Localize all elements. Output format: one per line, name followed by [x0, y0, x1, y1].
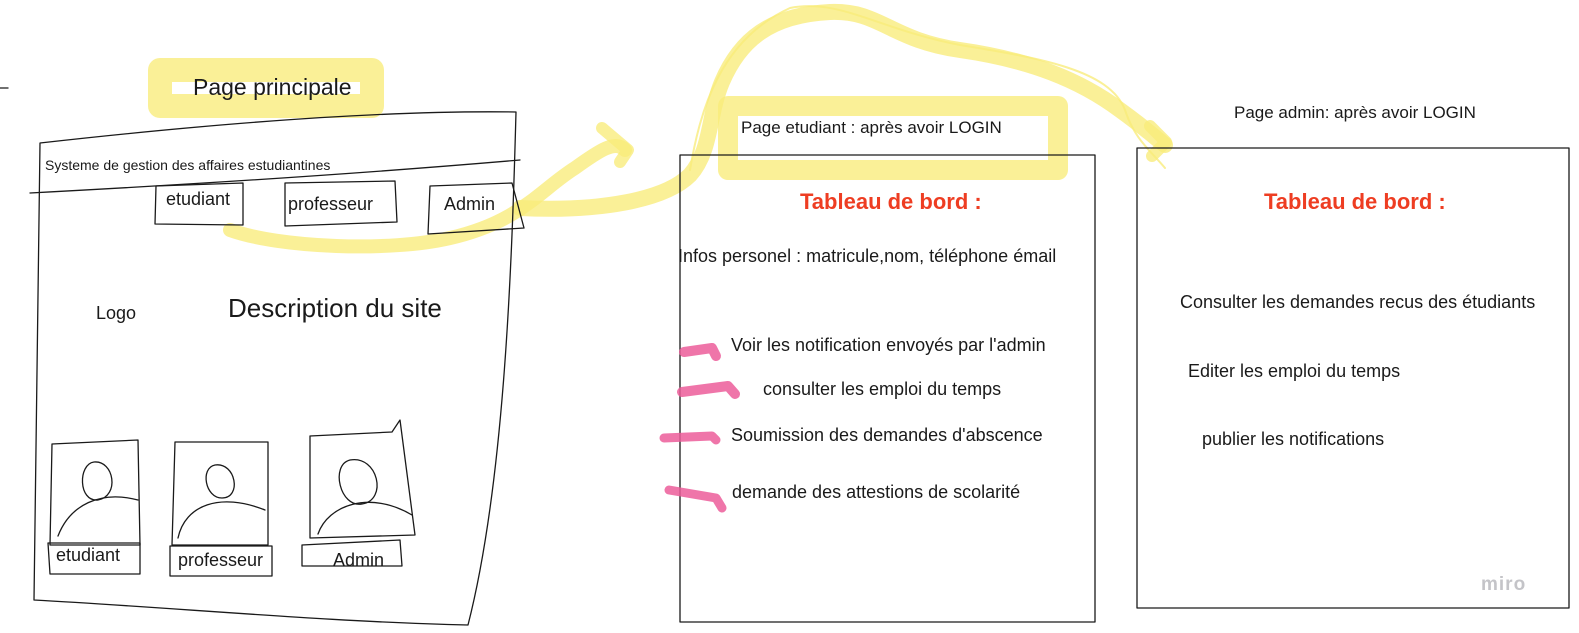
arrow-absence — [659, 431, 721, 445]
highlight-admin-link — [512, 3, 1173, 217]
profile-label-box-etudiant — [47, 542, 141, 575]
main-page-frame — [33, 111, 517, 626]
highlight-main-title — [148, 58, 384, 118]
nav-box-admin — [427, 182, 525, 235]
student-item-notifications[interactable]: Voir les notification envoyés par l'admi… — [731, 335, 1046, 355]
student-item-certificate[interactable]: demande des attestions de scolarité — [732, 482, 1021, 502]
avatar-head-professeur — [205, 464, 235, 499]
avatar-body-admin — [317, 501, 413, 535]
profile-card-etudiant — [49, 439, 141, 546]
main-header-divider — [29, 159, 521, 194]
profile-label-admin[interactable]: Admin — [333, 550, 385, 570]
admin-item-notifications[interactable]: publier les notifications — [1202, 429, 1385, 449]
avatar-head-admin — [338, 459, 378, 505]
nav-box-professeur — [284, 180, 398, 227]
profile-label-etudiant[interactable]: etudiant — [56, 545, 121, 565]
highlight-student-title — [718, 96, 1068, 180]
nav-box-etudiant — [154, 182, 244, 226]
student-dashboard-title: Tableau de bord : — [800, 189, 982, 214]
nav-etudiant[interactable]: etudiant — [166, 189, 231, 209]
profile-label-box-admin — [301, 539, 403, 567]
profile-card-admin — [309, 419, 416, 539]
highlight-thin-loop — [689, 5, 1166, 171]
arrow-certificate — [664, 485, 727, 513]
highlight-admin-arrowhead — [1144, 120, 1172, 162]
highlight-nav-link — [223, 139, 632, 254]
arrow-notifications — [679, 343, 721, 361]
student-item-schedule[interactable]: consulter les emploi du temps — [763, 379, 1002, 399]
admin-item-requests[interactable]: Consulter les demandes recus des étudian… — [1180, 292, 1536, 312]
profile-card-professeur — [171, 441, 269, 546]
miro-watermark: miro — [1481, 574, 1527, 595]
student-item-absence[interactable]: Soumission des demandes d'abscence — [731, 425, 1043, 445]
nav-professeur[interactable]: professeur — [288, 194, 374, 214]
main-page-title: Page principale — [193, 74, 352, 100]
student-info: Infos personel : matricule,nom, téléphon… — [678, 246, 1057, 266]
admin-item-schedule[interactable]: Editer les emploi du temps — [1188, 361, 1401, 381]
site-name: Systeme de gestion des affaires estudian… — [45, 157, 331, 173]
logo: Logo — [96, 303, 137, 323]
admin-page-frame — [1136, 147, 1570, 609]
admin-page-title: Page admin: après avoir LOGIN — [1234, 103, 1476, 122]
nav-admin[interactable]: Admin — [444, 194, 496, 214]
arrow-schedule — [677, 381, 740, 399]
site-description: Description du site — [228, 293, 442, 323]
profile-label-professeur[interactable]: professeur — [178, 550, 264, 570]
admin-dashboard-title: Tableau de bord : — [1264, 189, 1446, 214]
student-page-title: Page etudiant : après avoir LOGIN — [741, 118, 1002, 137]
avatar-head-etudiant — [81, 461, 113, 501]
avatar-body-etudiant — [57, 496, 139, 537]
avatar-body-professeur — [177, 501, 266, 539]
profile-label-box-professeur — [169, 545, 273, 577]
highlight-arrow-head — [596, 122, 634, 168]
